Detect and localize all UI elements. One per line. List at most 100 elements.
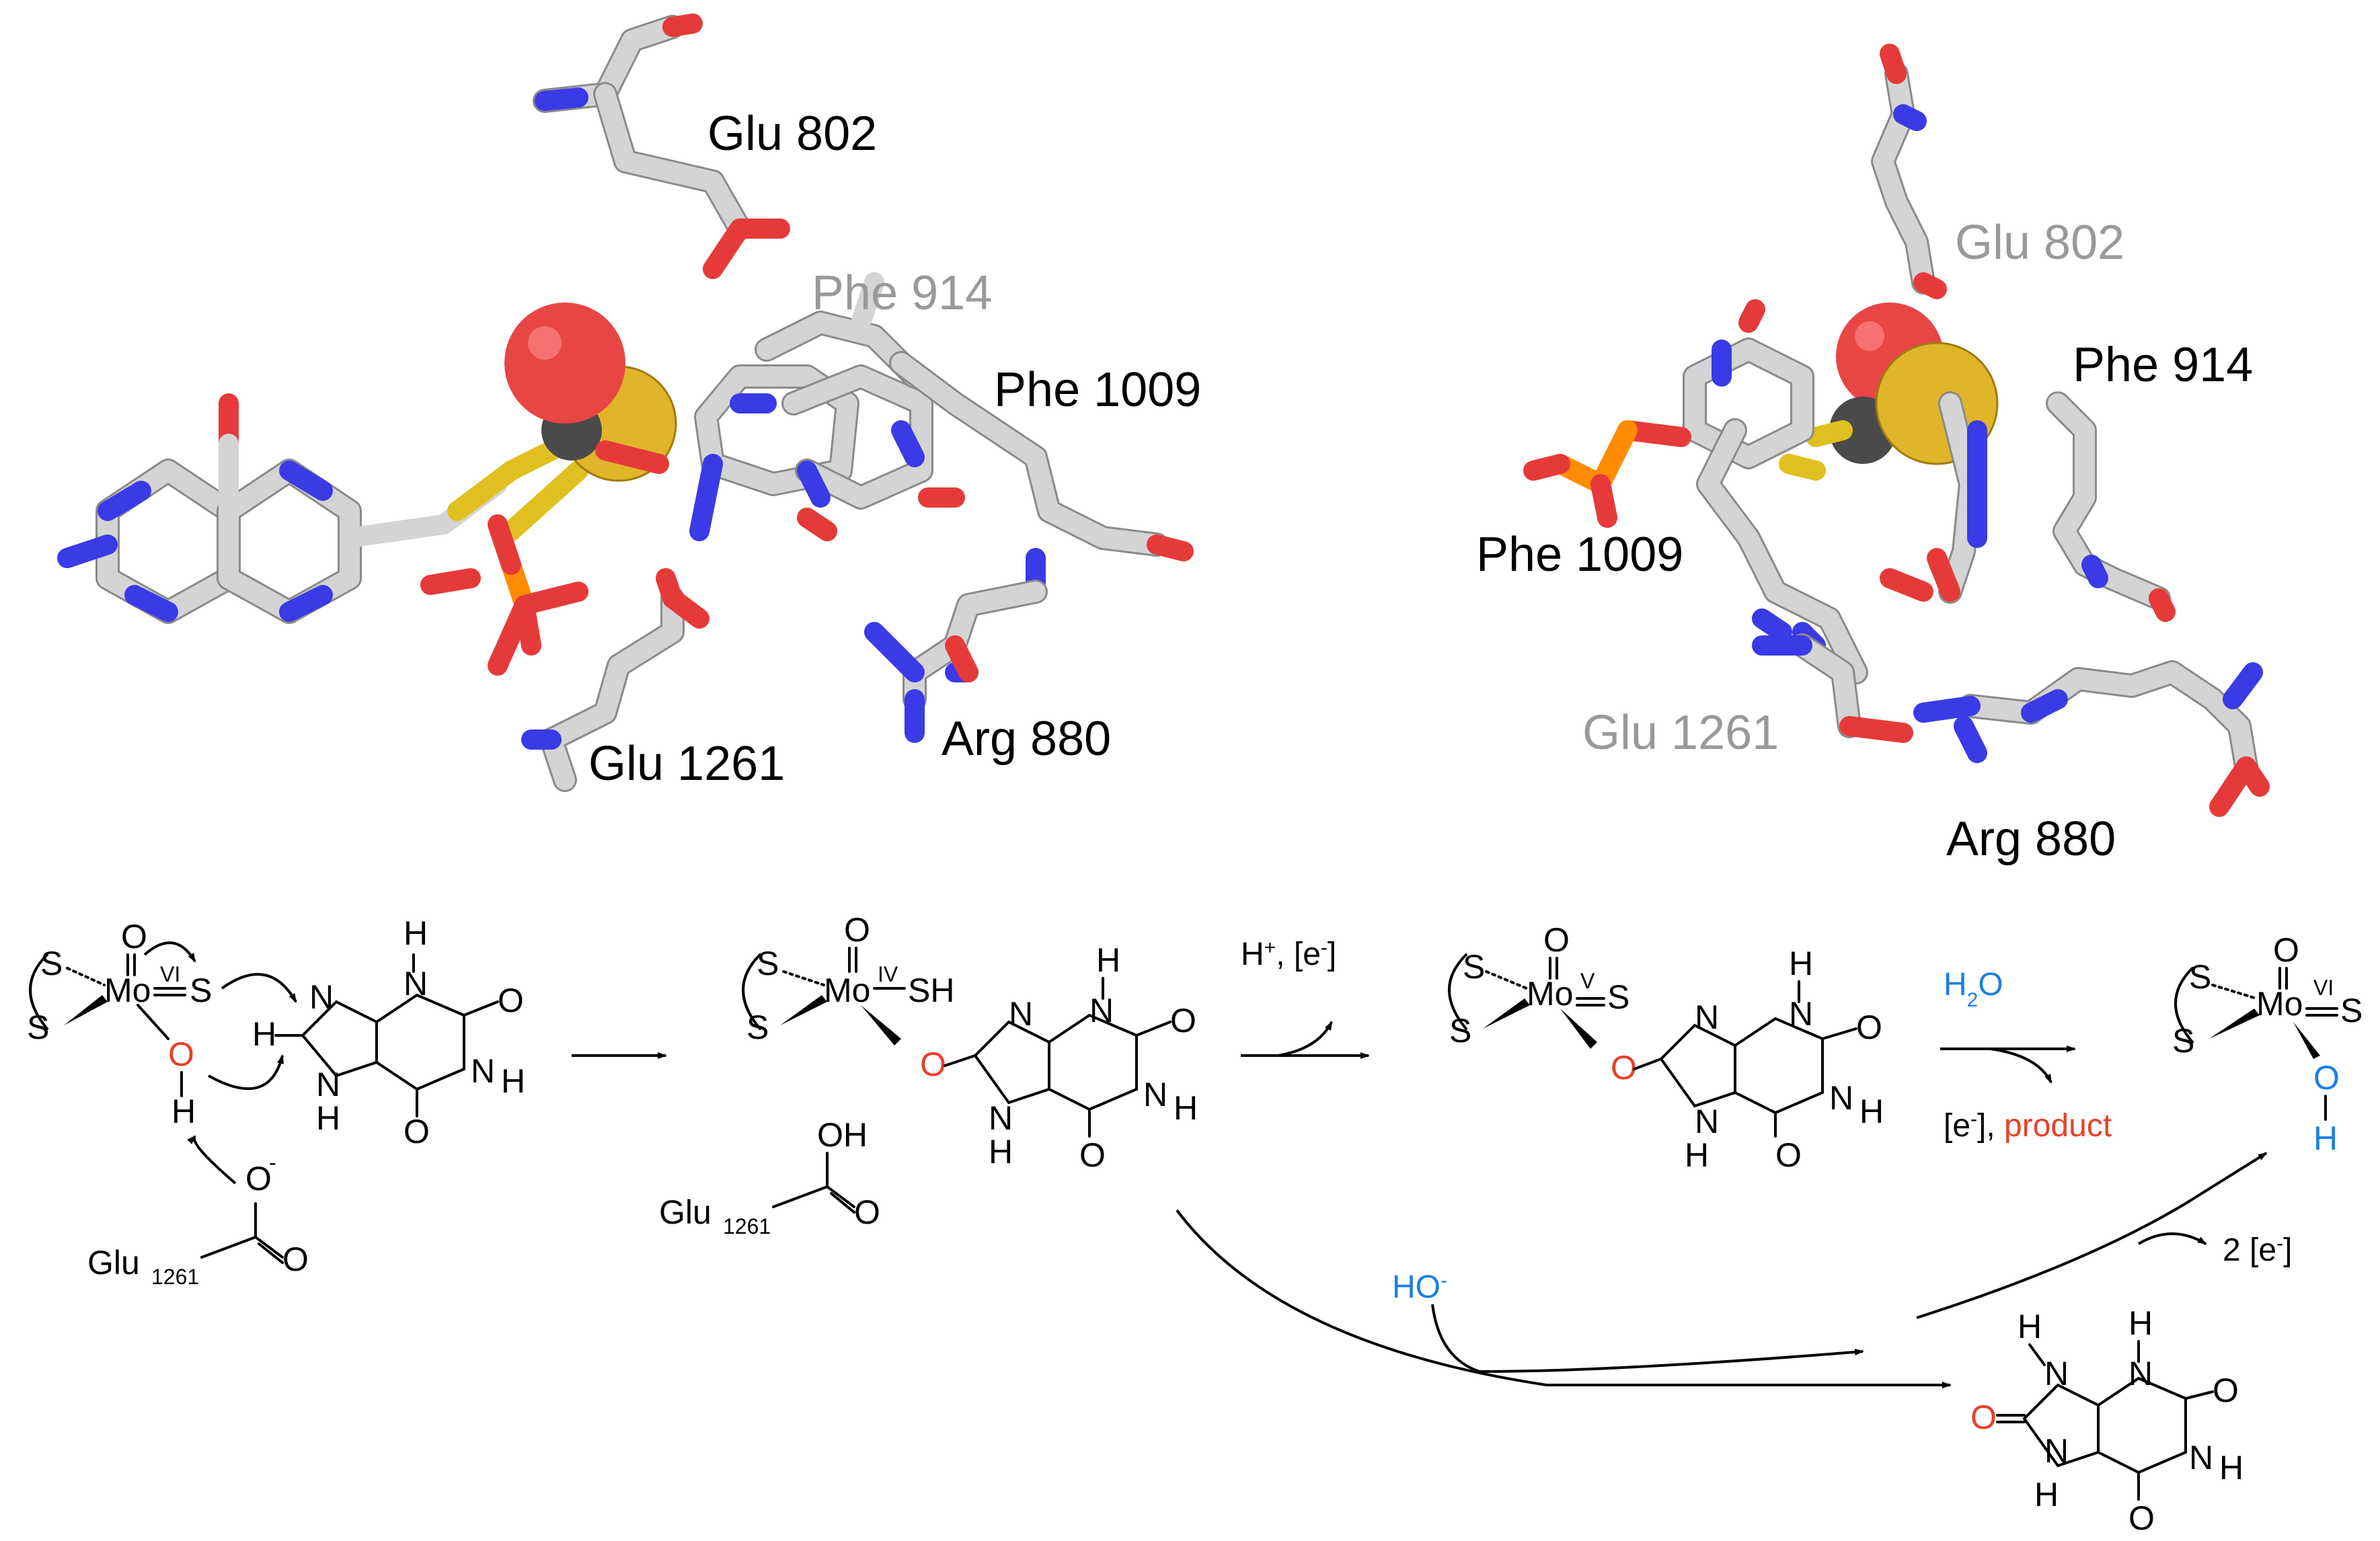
right-ligand-sticks — [1683, 299, 1987, 684]
svg-text:Mo: Mo — [1527, 975, 1573, 1013]
species-2: S S Mo IV O SH O N N H N H O N H — [659, 911, 1198, 1238]
svg-text:S: S — [27, 1009, 49, 1046]
uric-acid-product: O N H N H N H O N H O — [1970, 1304, 2243, 1537]
left-phosphate-sticks — [420, 514, 588, 676]
left-arg880-sticks — [864, 580, 1048, 743]
svg-text:N: N — [1829, 1079, 1853, 1117]
left-label-phe1009: Phe 1009 — [994, 363, 1201, 417]
svg-text:O: O — [2313, 1059, 2340, 1097]
svg-text:N: N — [1695, 1103, 1719, 1140]
svg-text:V: V — [1580, 969, 1595, 993]
reaction-scheme: S S Mo VI O S O H H N N — [27, 911, 2363, 1537]
left-mo-center — [447, 303, 677, 541]
right-label-glu1261: Glu 1261 — [1582, 706, 1779, 760]
svg-text:O: O — [854, 1193, 880, 1231]
left-glu1261-sticks — [521, 568, 709, 792]
svg-text:N: N — [2128, 1355, 2153, 1392]
svg-text:H: H — [171, 1093, 196, 1130]
svg-text:O: O — [2273, 931, 2299, 969]
svg-text:Mo: Mo — [824, 972, 870, 1009]
svg-text:N: N — [1789, 995, 1813, 1033]
svg-text:O: O — [404, 1113, 430, 1150]
svg-text:O: O — [920, 1045, 946, 1083]
right-label-phe1009: Phe 1009 — [1476, 528, 1683, 582]
left-label-glu1261: Glu 1261 — [588, 737, 785, 791]
svg-text:N: N — [404, 965, 428, 1002]
left-glu802-sticks — [533, 13, 790, 279]
svg-text:H: H — [1685, 1136, 1709, 1174]
svg-text:S: S — [2340, 992, 2363, 1029]
svg-text:O: O — [168, 1035, 194, 1073]
arrow-step3: H2O [e-], product — [1940, 967, 2112, 1144]
svg-text:H: H — [1789, 945, 1813, 982]
svg-text:N: N — [2044, 1355, 2069, 1392]
svg-text:H: H — [404, 914, 428, 952]
svg-text:O: O — [844, 911, 870, 949]
species-3: S S Mo V O S O N N H N H O N H — [1448, 921, 1884, 1174]
svg-text:H: H — [2219, 1449, 2243, 1487]
svg-text:O: O — [1079, 1136, 1106, 1174]
svg-text:HO-: HO- — [1392, 1269, 1447, 1306]
svg-text:IV: IV — [878, 962, 898, 986]
right-label-arg880: Arg 880 — [1946, 812, 2116, 866]
svg-text:S: S — [1607, 978, 1629, 1016]
svg-text:S: S — [1463, 948, 1485, 986]
svg-text:H+, [e-]: H+, [e-] — [1241, 937, 1336, 973]
svg-text:N: N — [989, 1099, 1013, 1137]
svg-text:N: N — [2044, 1432, 2069, 1470]
svg-text:O: O — [1856, 1009, 1882, 1046]
svg-text:1261: 1261 — [723, 1214, 771, 1238]
svg-text:N: N — [316, 1066, 340, 1103]
svg-text:H: H — [501, 1062, 525, 1100]
right-glu802-sticks — [1871, 44, 1947, 299]
svg-text:O: O — [1970, 1398, 1997, 1436]
svg-text:O: O — [498, 982, 524, 1019]
svg-text:N: N — [1009, 995, 1033, 1033]
svg-text:H: H — [2018, 1308, 2042, 1345]
svg-text:H: H — [2034, 1476, 2059, 1513]
svg-text:2 [e-]: 2 [e-] — [2223, 1232, 2292, 1269]
svg-text:VI: VI — [160, 962, 180, 986]
left-label-glu802: Glu 802 — [707, 107, 877, 161]
svg-text:H: H — [316, 1099, 340, 1137]
species-1: S S Mo VI O S O H H N N — [27, 914, 525, 1289]
svg-text:N: N — [2189, 1439, 2213, 1476]
right-phe914-sticks — [2046, 391, 2176, 622]
right-arg880-sticks — [1913, 660, 2270, 817]
svg-text:S: S — [2189, 958, 2211, 996]
svg-text:H: H — [1096, 941, 1120, 979]
left-label-arg880: Arg 880 — [942, 712, 1111, 766]
svg-text:S: S — [1449, 1012, 1471, 1050]
left-pterin-sticks — [57, 393, 508, 624]
svg-text:O: O — [2213, 1372, 2239, 1409]
svg-text:H: H — [989, 1133, 1013, 1171]
svg-text:Glu: Glu — [87, 1244, 140, 1281]
left-structure-panel: Glu 802 Phe 914 Phe 1009 Glu 1261 Arg 88… — [57, 13, 1201, 792]
svg-text:SH: SH — [908, 972, 954, 1009]
svg-text:OH: OH — [817, 1116, 868, 1154]
svg-text:H: H — [2313, 1119, 2338, 1157]
svg-text:O: O — [2128, 1499, 2155, 1537]
left-ligand-sticks — [689, 272, 965, 541]
lower-pathway: HO- 2 [e-] — [1176, 1152, 2292, 1388]
svg-text:N: N — [1695, 998, 1719, 1036]
svg-text:H: H — [1859, 1093, 1884, 1130]
right-label-glu802: Glu 802 — [1955, 216, 2124, 270]
svg-text:O: O — [1775, 1136, 1802, 1174]
svg-text:S: S — [190, 972, 212, 1009]
svg-text:O: O — [245, 1160, 272, 1197]
species-4: S S Mo VI O S O H — [2172, 931, 2363, 1157]
svg-text:H: H — [2128, 1304, 2153, 1342]
svg-text:VI: VI — [2313, 976, 2334, 1000]
svg-text:H: H — [252, 1015, 276, 1053]
svg-text:Glu: Glu — [659, 1193, 712, 1231]
svg-text:S: S — [2172, 1022, 2194, 1060]
svg-text:N: N — [309, 978, 334, 1016]
svg-text:O: O — [282, 1240, 309, 1278]
right-structure-panel: Glu 802 Phe 914 Phe 1009 Glu 1261 Arg 88… — [1476, 44, 2270, 866]
right-glu1261-sticks — [1752, 633, 1913, 743]
svg-text:Mo: Mo — [104, 972, 151, 1009]
svg-text:S: S — [40, 945, 63, 982]
svg-text:[e-], product: [e-], product — [1944, 1108, 2112, 1144]
